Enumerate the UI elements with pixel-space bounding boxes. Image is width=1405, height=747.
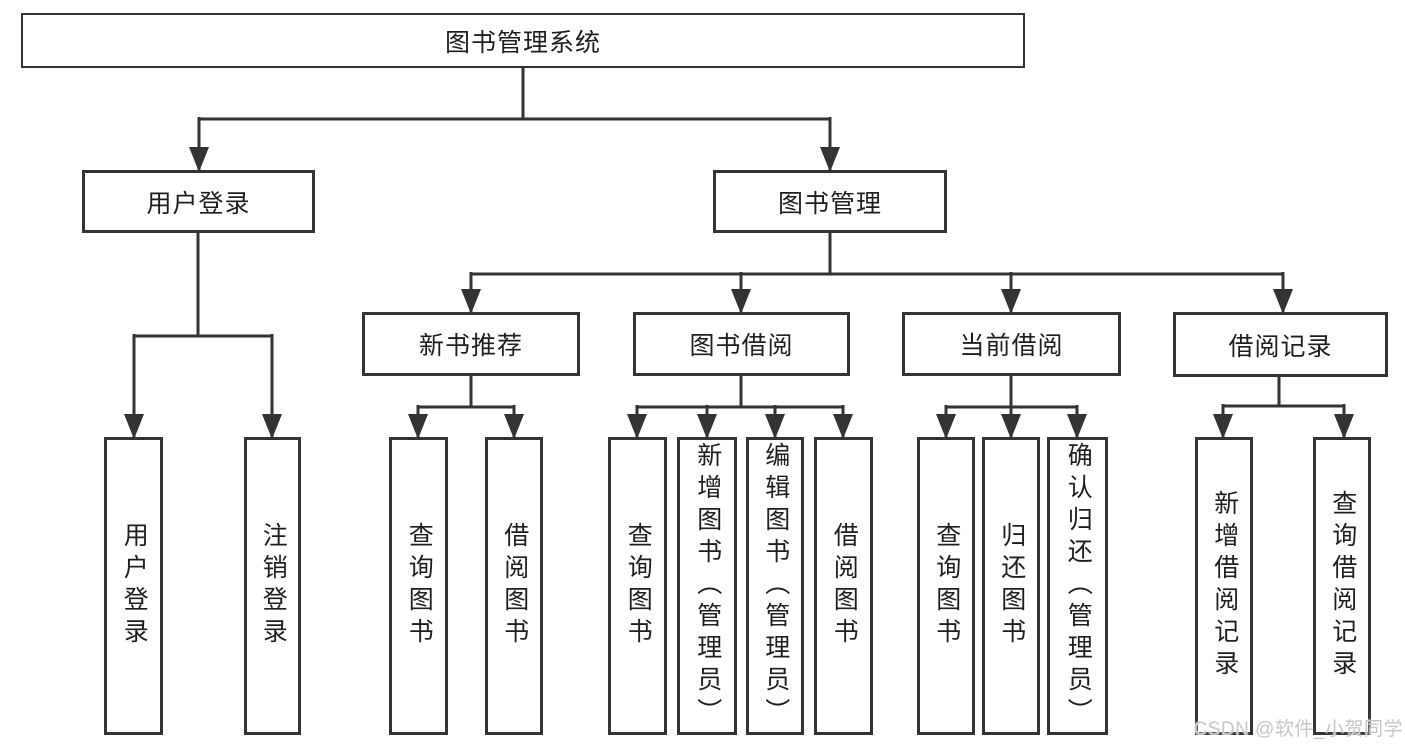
connector-borrow-branch [635, 376, 845, 437]
node-label: 查询借阅记录 [1328, 490, 1357, 682]
connector-newbooks-branch [416, 376, 516, 437]
node-label: 注销登录 [259, 522, 288, 650]
arrowhead-icon [1273, 289, 1293, 314]
connector-current-branch [944, 376, 1079, 437]
arrowhead-icon [504, 414, 524, 439]
arrowhead-icon [262, 414, 282, 439]
node-label: 图书管理系统 [444, 28, 601, 57]
node-library-system: 图书管理系统 [21, 13, 1025, 68]
csdn-watermark: CSDN @软件_小贺同学 [1193, 719, 1403, 740]
leaf-borrow-books: 借阅图书 [485, 437, 543, 735]
node-borrow-records: 借阅记录 [1173, 312, 1388, 377]
node-label: 借阅记录 [1228, 332, 1333, 361]
node-label: 借阅图书 [500, 522, 529, 650]
leaf-user-login: 用户登录 [104, 437, 163, 735]
leaf-query-books: 查询图书 [608, 437, 667, 735]
connector-root-to-level2 [197, 68, 832, 170]
arrowhead-icon [833, 414, 853, 439]
node-book-management: 图书管理 [713, 170, 947, 233]
arrowhead-icon [765, 414, 785, 439]
connector-bookmgmt-rail [469, 233, 1285, 312]
node-label: 图书借阅 [689, 332, 794, 360]
node-label: 查询图书 [624, 522, 653, 650]
arrowhead-icon [408, 414, 428, 439]
node-label: 新增图书（管理员） [693, 442, 722, 730]
node-label: 确认归还（管理员） [1064, 442, 1093, 730]
leaf-borrow-books: 借阅图书 [814, 437, 873, 735]
arrowhead-icon [936, 414, 956, 439]
leaf-query-books: 查询图书 [389, 437, 448, 735]
connector-userlogin-branch [132, 233, 274, 437]
leaf-return-books: 归还图书 [982, 437, 1040, 735]
leaf-add-books-admin: 新增图书（管理员） [677, 437, 737, 735]
node-label: 查询图书 [932, 522, 961, 650]
arrowhead-icon [820, 147, 840, 172]
node-label: 用户登录 [146, 189, 251, 218]
node-label: 借阅图书 [830, 522, 859, 650]
leaf-query-borrow-record: 查询借阅记录 [1313, 437, 1371, 735]
node-label: 归还图书 [997, 522, 1026, 650]
node-label: 新增借阅记录 [1210, 490, 1239, 682]
arrowhead-icon [1334, 414, 1354, 439]
leaf-confirm-return-admin: 确认归还（管理员） [1047, 437, 1108, 735]
node-label: 新书推荐 [418, 332, 523, 360]
node-current-borrow: 当前借阅 [902, 312, 1121, 376]
leaf-edit-books-admin: 编辑图书（管理员） [746, 437, 804, 735]
node-label: 图书管理 [777, 189, 882, 218]
arrowhead-icon [1213, 414, 1233, 439]
node-label: 编辑图书（管理员） [761, 442, 790, 730]
node-label: 查询图书 [405, 522, 434, 650]
leaf-logout: 注销登录 [244, 437, 301, 735]
node-new-book-recommend: 新书推荐 [362, 312, 580, 376]
arrowhead-icon [124, 414, 144, 439]
leaf-query-books: 查询图书 [917, 437, 975, 735]
arrowhead-icon [461, 289, 481, 314]
leaf-add-borrow-record: 新增借阅记录 [1195, 437, 1253, 735]
node-label: 当前借阅 [959, 332, 1064, 360]
arrowhead-icon [189, 147, 209, 172]
arrowhead-icon [1001, 289, 1021, 314]
arrowhead-icon [697, 414, 717, 439]
node-book-borrow: 图书借阅 [633, 312, 850, 376]
arrowhead-icon [1001, 414, 1021, 439]
node-label: 用户登录 [120, 522, 149, 650]
connector-records-branch [1221, 377, 1346, 437]
arrowhead-icon [1067, 414, 1087, 439]
arrowhead-icon [627, 414, 647, 439]
node-user-login: 用户登录 [82, 170, 315, 233]
arrowhead-icon [731, 289, 751, 314]
